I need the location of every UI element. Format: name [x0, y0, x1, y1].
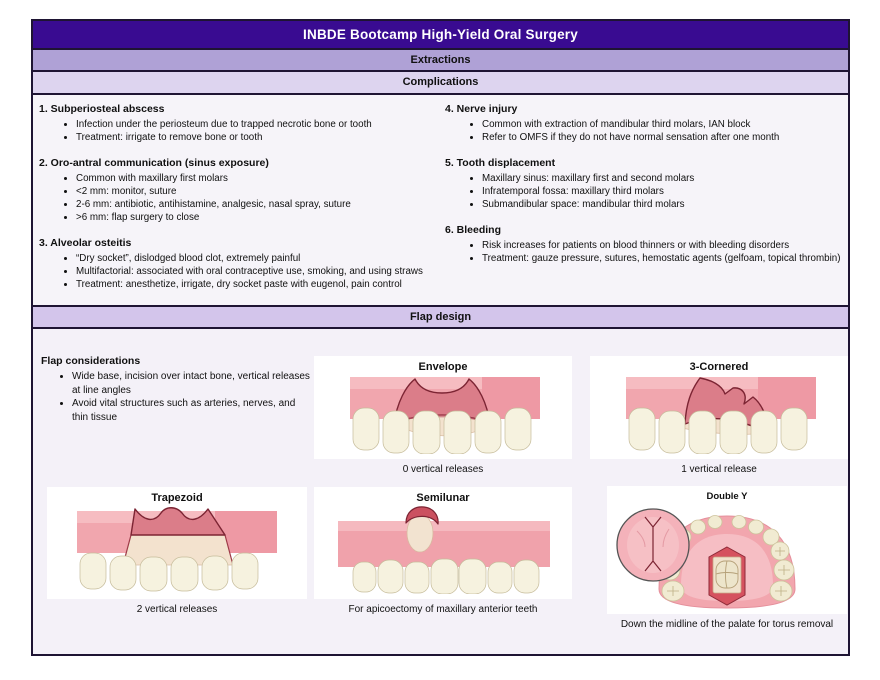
trapezoid-illustration-box: Trapezoid — [47, 487, 307, 599]
bullet-list: Infection under the periosteum due to tr… — [39, 118, 445, 144]
trapezoid-flap-illustration — [77, 507, 277, 592]
three-cornered-illustration-box: 3-Cornered — [590, 356, 848, 459]
bullet-item: Treatment: gauze pressure, sutures, hemo… — [482, 252, 848, 265]
semilunar-illustration-box: Semilunar — [314, 487, 572, 599]
panel-caption: Down the midline of the palate for torus… — [620, 619, 834, 630]
envelope-flap-illustration — [350, 377, 540, 454]
entry-heading: 1. Subperiosteal abscess — [39, 103, 165, 115]
panel-envelope: Envelope 0 vertical releases — [314, 356, 572, 475]
panel-caption: 2 vertical releases — [136, 604, 218, 615]
bullet-item: Multifactorial: associated with oral con… — [76, 265, 445, 278]
bullet-list: Maxillary sinus: maxillary first and sec… — [445, 172, 848, 211]
bullet-item: Avoid vital structures such as arteries,… — [72, 397, 311, 424]
three-cornered-flap-illustration — [626, 377, 816, 454]
bullet-item: “Dry socket”, dislodged blood clot, extr… — [76, 252, 445, 265]
complication-bleeding: 6. Bleeding Risk increases for patients … — [445, 224, 848, 265]
panel-title: Semilunar — [416, 492, 470, 504]
bullet-item: Maxillary sinus: maxillary first and sec… — [482, 172, 848, 185]
panel-title: Envelope — [418, 361, 468, 373]
complications-left-column: 1. Subperiosteal abscess Infection under… — [39, 103, 445, 305]
panel-3-cornered: 3-Cornered 1 vertical release — [590, 356, 848, 475]
bullet-item: <2 mm: monitor, suture — [76, 185, 445, 198]
bullet-item: Infection under the periosteum due to tr… — [76, 118, 445, 131]
sheet-title: INBDE Bootcamp High-Yield Oral Surgery — [303, 27, 578, 42]
double-y-illustration-box: Double Y — [607, 486, 847, 614]
bullet-item: Treatment: irrigate to remove bone or to… — [76, 131, 445, 144]
entry-heading: 4. Nerve injury — [445, 103, 518, 115]
bullet-item: Submandibular space: mandibular third mo… — [482, 198, 848, 211]
bullet-list: Common with maxillary first molars <2 mm… — [39, 172, 445, 224]
flap-design-section: Flap considerations Wide base, incision … — [33, 329, 848, 654]
bullet-item: >6 mm: flap surgery to close — [76, 211, 445, 224]
extractions-label: Extractions — [410, 54, 471, 66]
panel-trapezoid: Trapezoid 2 vertical releases — [47, 487, 307, 615]
study-sheet: INBDE Bootcamp High-Yield Oral Surgery E… — [31, 19, 850, 656]
bullet-list: Wide base, incision over intact bone, ve… — [41, 370, 311, 424]
entry-heading: 2. Oro-antral communication (sinus expos… — [39, 157, 269, 169]
bullet-item: Infratemporal fossa: maxillary third mol… — [482, 185, 848, 198]
panel-title: Trapezoid — [151, 492, 203, 504]
envelope-illustration-box: Envelope — [314, 356, 572, 459]
panel-title: Double Y — [706, 491, 748, 502]
panel-caption: For apicoectomy of maxillary anterior te… — [348, 604, 538, 615]
bullet-list: “Dry socket”, dislodged blood clot, extr… — [39, 252, 445, 291]
bullet-item: Risk increases for patients on blood thi… — [482, 239, 848, 252]
bullet-item: Treatment: anesthetize, irrigate, dry so… — [76, 278, 445, 291]
double-y-palate-illustration — [616, 508, 796, 609]
complication-alveolar-osteitis: 3. Alveolar osteitis “Dry socket”, dislo… — [39, 237, 445, 291]
complications-section: 1. Subperiosteal abscess Infection under… — [33, 95, 848, 307]
complication-nerve-injury: 4. Nerve injury Common with extraction o… — [445, 103, 848, 144]
section-header-flap-design: Flap design — [33, 307, 848, 329]
entry-heading: 6. Bleeding — [445, 224, 502, 236]
flap-considerations: Flap considerations Wide base, incision … — [41, 355, 311, 424]
bullet-item: Common with extraction of mandibular thi… — [482, 118, 848, 131]
panel-title: 3-Cornered — [689, 361, 749, 373]
complications-label: Complications — [402, 76, 479, 88]
complication-subperiosteal-abscess: 1. Subperiosteal abscess Infection under… — [39, 103, 445, 144]
entry-heading: 3. Alveolar osteitis — [39, 237, 132, 249]
bullet-list: Risk increases for patients on blood thi… — [445, 239, 848, 265]
bullet-list: Common with extraction of mandibular thi… — [445, 118, 848, 144]
sheet-title-bar: INBDE Bootcamp High-Yield Oral Surgery — [33, 21, 848, 50]
panel-double-y: Double Y — [607, 486, 847, 630]
section-header-complications: Complications — [33, 72, 848, 95]
section-header-extractions: Extractions — [33, 50, 848, 72]
flap-design-label: Flap design — [409, 311, 472, 323]
complication-oroantral-communication: 2. Oro-antral communication (sinus expos… — [39, 157, 445, 224]
entry-heading: 5. Tooth displacement — [445, 157, 556, 169]
bullet-item: Common with maxillary first molars — [76, 172, 445, 185]
complications-right-column: 4. Nerve injury Common with extraction o… — [445, 103, 848, 305]
bullet-item: Wide base, incision over intact bone, ve… — [72, 370, 311, 397]
flap-considerations-heading: Flap considerations — [41, 355, 141, 367]
bullet-item: Refer to OMFS if they do not have normal… — [482, 131, 848, 144]
bullet-item: 2-6 mm: antibiotic, antihistamine, analg… — [76, 198, 445, 211]
panel-semilunar: Semilunar For apicoectomy of maxillary a… — [314, 487, 572, 615]
panel-caption: 0 vertical releases — [402, 464, 484, 475]
semilunar-flap-illustration — [338, 506, 550, 594]
panel-caption: 1 vertical release — [681, 464, 757, 475]
complication-tooth-displacement: 5. Tooth displacement Maxillary sinus: m… — [445, 157, 848, 211]
